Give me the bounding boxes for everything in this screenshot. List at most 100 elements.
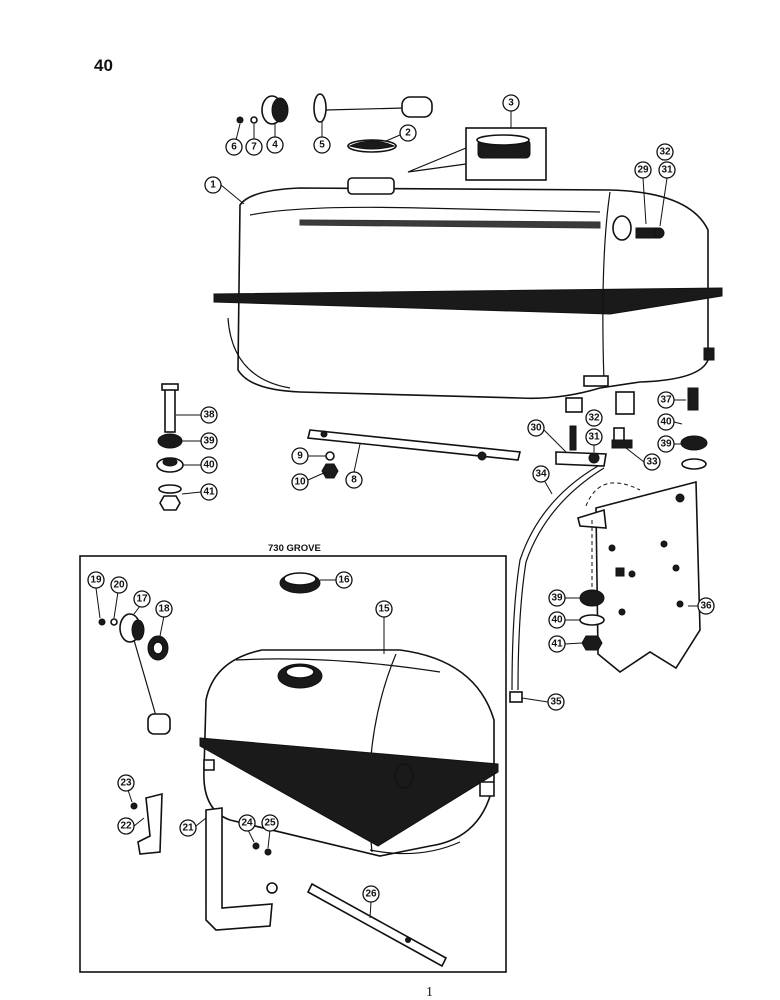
mount-hardware-right	[680, 387, 708, 470]
svg-text:32: 32	[659, 147, 671, 158]
svg-text:18: 18	[158, 604, 170, 615]
svg-text:21: 21	[182, 823, 194, 834]
callout-30: 30	[527, 419, 567, 453]
svg-text:40: 40	[551, 615, 563, 626]
callout-41a: 41	[181, 483, 218, 501]
svg-text:29: 29	[637, 165, 649, 176]
inset-label: 730 GROVE	[268, 543, 321, 554]
svg-text:30: 30	[530, 423, 542, 434]
callout-39a: 39	[182, 432, 218, 450]
callout-21: 21	[179, 817, 207, 837]
callout-22: 22	[117, 817, 145, 835]
callout-38: 38	[176, 406, 218, 424]
svg-text:40: 40	[660, 417, 672, 428]
callout-8: 8	[345, 443, 363, 489]
fuel-tank-inset	[199, 649, 499, 857]
sender-assembly	[236, 93, 433, 125]
svg-text:2: 2	[405, 128, 411, 139]
inset-sender	[98, 613, 171, 735]
svg-text:7: 7	[251, 142, 257, 153]
inset-brackets	[130, 792, 448, 968]
callout-18: 18	[155, 600, 173, 637]
callout-40c: 40	[548, 611, 580, 629]
callouts: 1 2 3 4 5 6 7 8 9 10 29 30 31 31 32 32 3…	[87, 94, 715, 919]
callout-6: 6	[225, 123, 243, 156]
svg-text:8: 8	[351, 475, 357, 486]
svg-text:17: 17	[136, 594, 148, 605]
callout-1: 1	[204, 176, 245, 205]
callout-34: 34	[532, 465, 553, 495]
callout-32a: 32	[656, 143, 674, 161]
callout-39b: 39	[657, 435, 681, 453]
callout-15: 15	[375, 600, 393, 654]
svg-text:9: 9	[297, 451, 303, 462]
fuel-tank-upper	[213, 177, 723, 415]
svg-text:1: 1	[210, 180, 216, 191]
callout-16: 16	[320, 571, 353, 589]
callout-33: 33	[625, 447, 661, 471]
svg-text:38: 38	[203, 410, 215, 421]
fuel-valve	[555, 425, 633, 467]
callout-23: 23	[117, 774, 135, 803]
svg-text:39: 39	[203, 436, 215, 447]
callout-4: 4	[266, 124, 284, 154]
svg-text:10: 10	[294, 477, 306, 488]
callout-31b: 31	[585, 428, 603, 452]
callout-9: 9	[291, 447, 326, 465]
svg-text:20: 20	[113, 580, 125, 591]
svg-text:41: 41	[551, 639, 563, 650]
svg-text:41: 41	[203, 487, 215, 498]
svg-text:32: 32	[588, 413, 600, 424]
callout-36: 36	[688, 597, 715, 615]
svg-text:4: 4	[272, 140, 278, 151]
svg-text:19: 19	[90, 575, 102, 586]
svg-text:34: 34	[535, 469, 547, 480]
fuel-cap	[347, 139, 397, 153]
svg-text:36: 36	[700, 601, 712, 612]
svg-text:31: 31	[588, 432, 600, 443]
svg-text:40: 40	[203, 460, 215, 471]
callout-39c: 39	[548, 589, 580, 607]
svg-text:25: 25	[264, 818, 276, 829]
callout-32b: 32	[585, 409, 603, 427]
svg-text:5: 5	[319, 140, 325, 151]
svg-text:15: 15	[378, 604, 390, 615]
svg-text:22: 22	[120, 821, 132, 832]
callout-10: 10	[291, 471, 327, 491]
svg-text:33: 33	[646, 457, 658, 468]
svg-text:39: 39	[551, 593, 563, 604]
callout-40b: 40	[657, 413, 683, 431]
svg-text:3: 3	[508, 98, 514, 109]
callout-20: 20	[110, 576, 128, 619]
svg-text:37: 37	[660, 395, 672, 406]
callout-29: 29	[634, 161, 652, 225]
svg-text:26: 26	[365, 889, 377, 900]
callout-2: 2	[385, 124, 417, 142]
callout-40a: 40	[183, 456, 218, 474]
callout-26: 26	[362, 885, 380, 919]
callout-24: 24	[238, 814, 256, 843]
inset-cap	[279, 572, 321, 594]
svg-text:24: 24	[241, 818, 253, 829]
svg-text:23: 23	[120, 778, 132, 789]
footer-mark: 1	[426, 985, 433, 1000]
callout-5: 5	[313, 122, 331, 154]
mounting-bracket	[577, 480, 701, 673]
page-number: 40	[94, 56, 113, 75]
callout-25: 25	[261, 814, 279, 849]
callout-31a: 31	[658, 161, 676, 227]
callout-35: 35	[521, 693, 565, 711]
fuel-line	[509, 465, 605, 703]
callout-7: 7	[245, 124, 263, 156]
svg-text:39: 39	[660, 439, 672, 450]
svg-text:16: 16	[338, 575, 350, 586]
svg-text:31: 31	[661, 165, 673, 176]
bracket-hardware	[579, 520, 605, 651]
callout-41b: 41	[548, 635, 583, 653]
callout-37: 37	[657, 391, 686, 409]
svg-text:35: 35	[550, 697, 562, 708]
svg-text:6: 6	[231, 142, 237, 153]
callout-17: 17	[133, 590, 151, 615]
strap-assembly	[307, 429, 521, 479]
